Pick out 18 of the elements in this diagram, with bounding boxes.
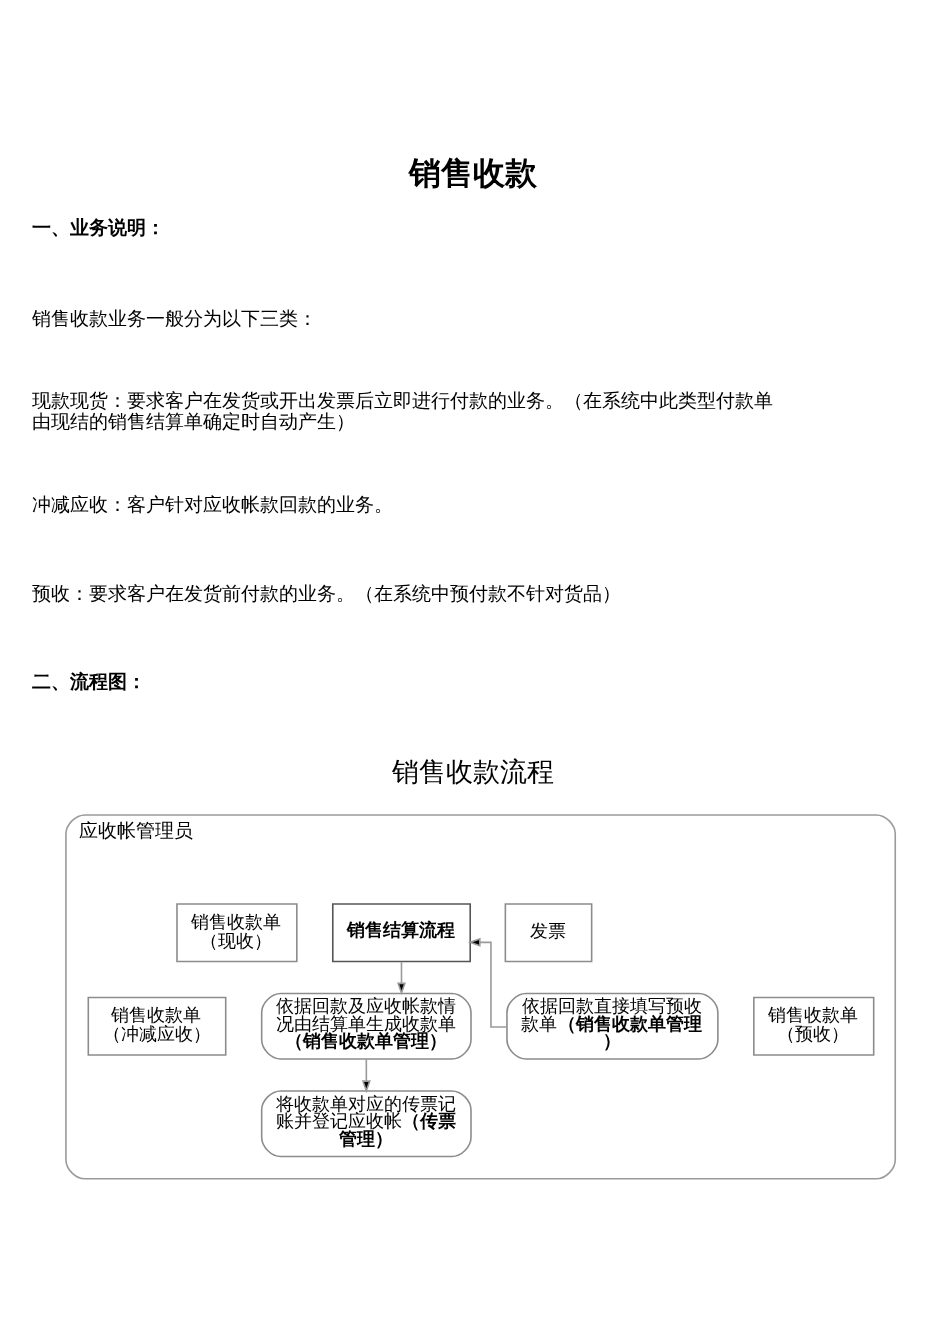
node-box: 销售收款单（冲减应收）: [87, 996, 227, 1056]
node-box: 依据回款及应收帐款情况由结算单生成收款单（销售收款单管理）: [260, 992, 472, 1060]
node-box: 销售收款单（预收）: [753, 996, 875, 1056]
label: 二、流程图：: [32, 669, 147, 693]
diagram-title: 销售收款: [409, 153, 538, 192]
node-box: 销售结算流程: [331, 902, 471, 962]
label: 销售收款流程: [391, 755, 554, 787]
label: 现款现货：要求客户在发货或开出发票后立即进行付款的业务。（在系统中此类型付款单由现结的销售结算单确定时自动产生）: [32, 388, 774, 433]
label: 冲减应收：客户针对应收帐款回款的业务。: [32, 492, 394, 516]
node-box: 销售收款单（现收）: [176, 902, 298, 962]
node-box: 发票: [504, 902, 593, 962]
label: 销售收款业务一般分为以下三类：: [32, 306, 318, 330]
arrow: [361, 1057, 371, 1093]
label: 一、业务说明：: [32, 215, 166, 239]
arrow: [397, 960, 406, 995]
label: 预收：要求客户在发货前付款的业务。（在系统中预付款不针对货品）: [32, 581, 622, 605]
node-box: 将收款单对应的传票记账并登记应收帐（传票管理）: [260, 1089, 472, 1157]
node-box: 依据回款直接填写预收款单（销售收款单管理）: [506, 992, 719, 1060]
